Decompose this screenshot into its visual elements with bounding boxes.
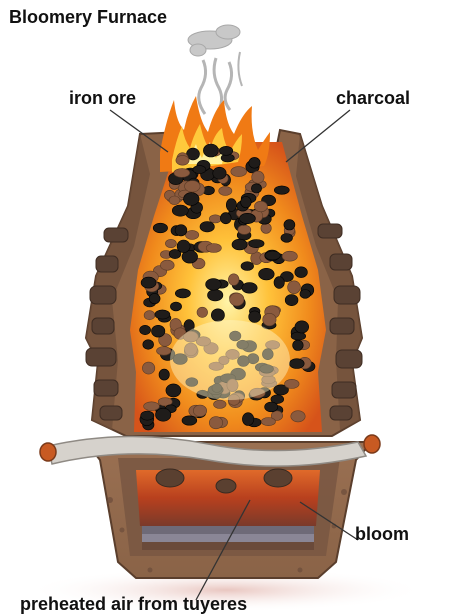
label-iron-ore: iron ore (69, 89, 136, 107)
label-bloom: bloom (355, 525, 409, 543)
iron-ore-lump-icon (263, 313, 276, 326)
iron-ore-lump-icon (231, 167, 247, 177)
iron-ore-lump-icon (165, 239, 176, 247)
iron-ore-lump-icon (282, 251, 297, 261)
iron-ore-lump-icon (209, 417, 222, 429)
charcoal-lump-icon (241, 196, 252, 207)
charcoal-lump-icon (141, 411, 154, 420)
charcoal-lump-icon (242, 283, 257, 294)
iron-ore-lump-icon (160, 260, 174, 270)
iron-ore-lump-icon (144, 311, 155, 320)
iron-ore-lump-icon (261, 418, 275, 426)
charcoal-lump-icon (143, 340, 154, 350)
charcoal-lump-icon (291, 332, 306, 340)
iron-ore-lump-icon (142, 362, 154, 374)
charcoal-lump-icon (155, 310, 170, 319)
iron-ore-lump-icon (254, 201, 267, 212)
charcoal-lump-icon (220, 213, 231, 224)
charcoal-lump-icon (193, 166, 206, 174)
iron-ore-lump-icon (252, 171, 264, 183)
charcoal-lump-icon (293, 340, 304, 350)
charcoal-lump-icon (182, 416, 197, 425)
charcoal-lump-icon (208, 290, 223, 301)
charcoal-lump-icon (156, 408, 171, 421)
charcoal-lump-icon (242, 413, 253, 426)
charcoal-lump-icon (184, 193, 200, 206)
iron-ore-lump-icon (228, 274, 239, 286)
iron-ore-lump-icon (174, 169, 190, 178)
charcoal-lump-icon (251, 184, 261, 193)
iron-ore-lump-icon (291, 411, 305, 422)
charcoal-lump-icon (281, 234, 293, 243)
charcoal-lump-icon (211, 309, 224, 322)
iron-ore-lump-icon (261, 223, 271, 233)
charcoal-lump-icon (175, 225, 187, 236)
iron-ore-lump-icon (185, 230, 198, 239)
iron-ore-lump-icon (288, 281, 301, 294)
charcoal-lump-icon (295, 267, 308, 278)
charcoal-lump-icon (259, 268, 275, 280)
charcoal-lump-icon (274, 277, 284, 289)
charcoal-lump-icon (175, 289, 190, 298)
charcoal-lump-icon (159, 369, 169, 380)
charcoal-lump-icon (265, 402, 278, 412)
charcoal-lump-icon (172, 205, 188, 216)
charcoal-lump-icon (265, 251, 280, 260)
charcoal-lump-icon (284, 220, 295, 230)
charcoal-lump-icon (200, 222, 214, 232)
charcoal-lump-icon (285, 295, 298, 306)
hot-zone (170, 320, 290, 400)
charcoal-lump-icon (149, 293, 160, 303)
charcoal-lump-icon (241, 262, 254, 271)
iron-ore-lump-icon (144, 402, 160, 411)
charcoal-lump-icon (239, 213, 255, 223)
iron-ore-lump-icon (209, 215, 221, 223)
charcoal-lump-icon (206, 279, 222, 291)
charcoal-lump-icon (152, 325, 165, 337)
iron-ore-lump-icon (185, 181, 201, 192)
slag-layers (142, 526, 314, 550)
iron-ore-lump-icon (219, 186, 232, 195)
iron-ore-lump-icon (214, 400, 227, 408)
iron-ore-lump-icon (176, 155, 189, 165)
label-charcoal: charcoal (336, 89, 410, 107)
charcoal-lump-icon (226, 199, 236, 212)
iron-ore-lump-icon (169, 196, 180, 205)
charcoal-lump-icon (166, 384, 181, 397)
charcoal-lump-icon (232, 239, 247, 250)
charcoal-lump-icon (140, 325, 151, 334)
iron-ore-lump-icon (193, 405, 206, 416)
label-preheated-air: preheated air from tuyeres (20, 595, 247, 613)
charcoal-lump-icon (289, 359, 304, 369)
charcoal-lump-icon (249, 157, 260, 168)
charcoal-lump-icon (153, 223, 167, 233)
charcoal-lump-icon (249, 311, 261, 323)
iron-ore-lump-icon (285, 379, 300, 388)
iron-ore-lump-icon (197, 307, 208, 317)
charcoal-lump-icon (249, 240, 264, 248)
iron-ore-lump-icon (157, 347, 172, 356)
diagram-title: Bloomery Furnace (9, 8, 167, 26)
charcoal-lump-icon (295, 321, 309, 333)
iron-ore-lump-icon (206, 244, 221, 253)
charcoal-lump-icon (141, 277, 156, 288)
charcoal-lump-icon (219, 146, 232, 155)
charcoal-lump-icon (274, 186, 289, 194)
charcoal-lump-icon (170, 302, 181, 311)
charcoal-lump-icon (213, 167, 226, 179)
charcoal-lump-icon (300, 290, 311, 299)
iron-ore-lump-icon (230, 293, 244, 306)
iron-ore-lump-icon (238, 225, 251, 234)
charcoal-lump-icon (203, 144, 218, 157)
charcoal-lump-icon (177, 240, 190, 253)
